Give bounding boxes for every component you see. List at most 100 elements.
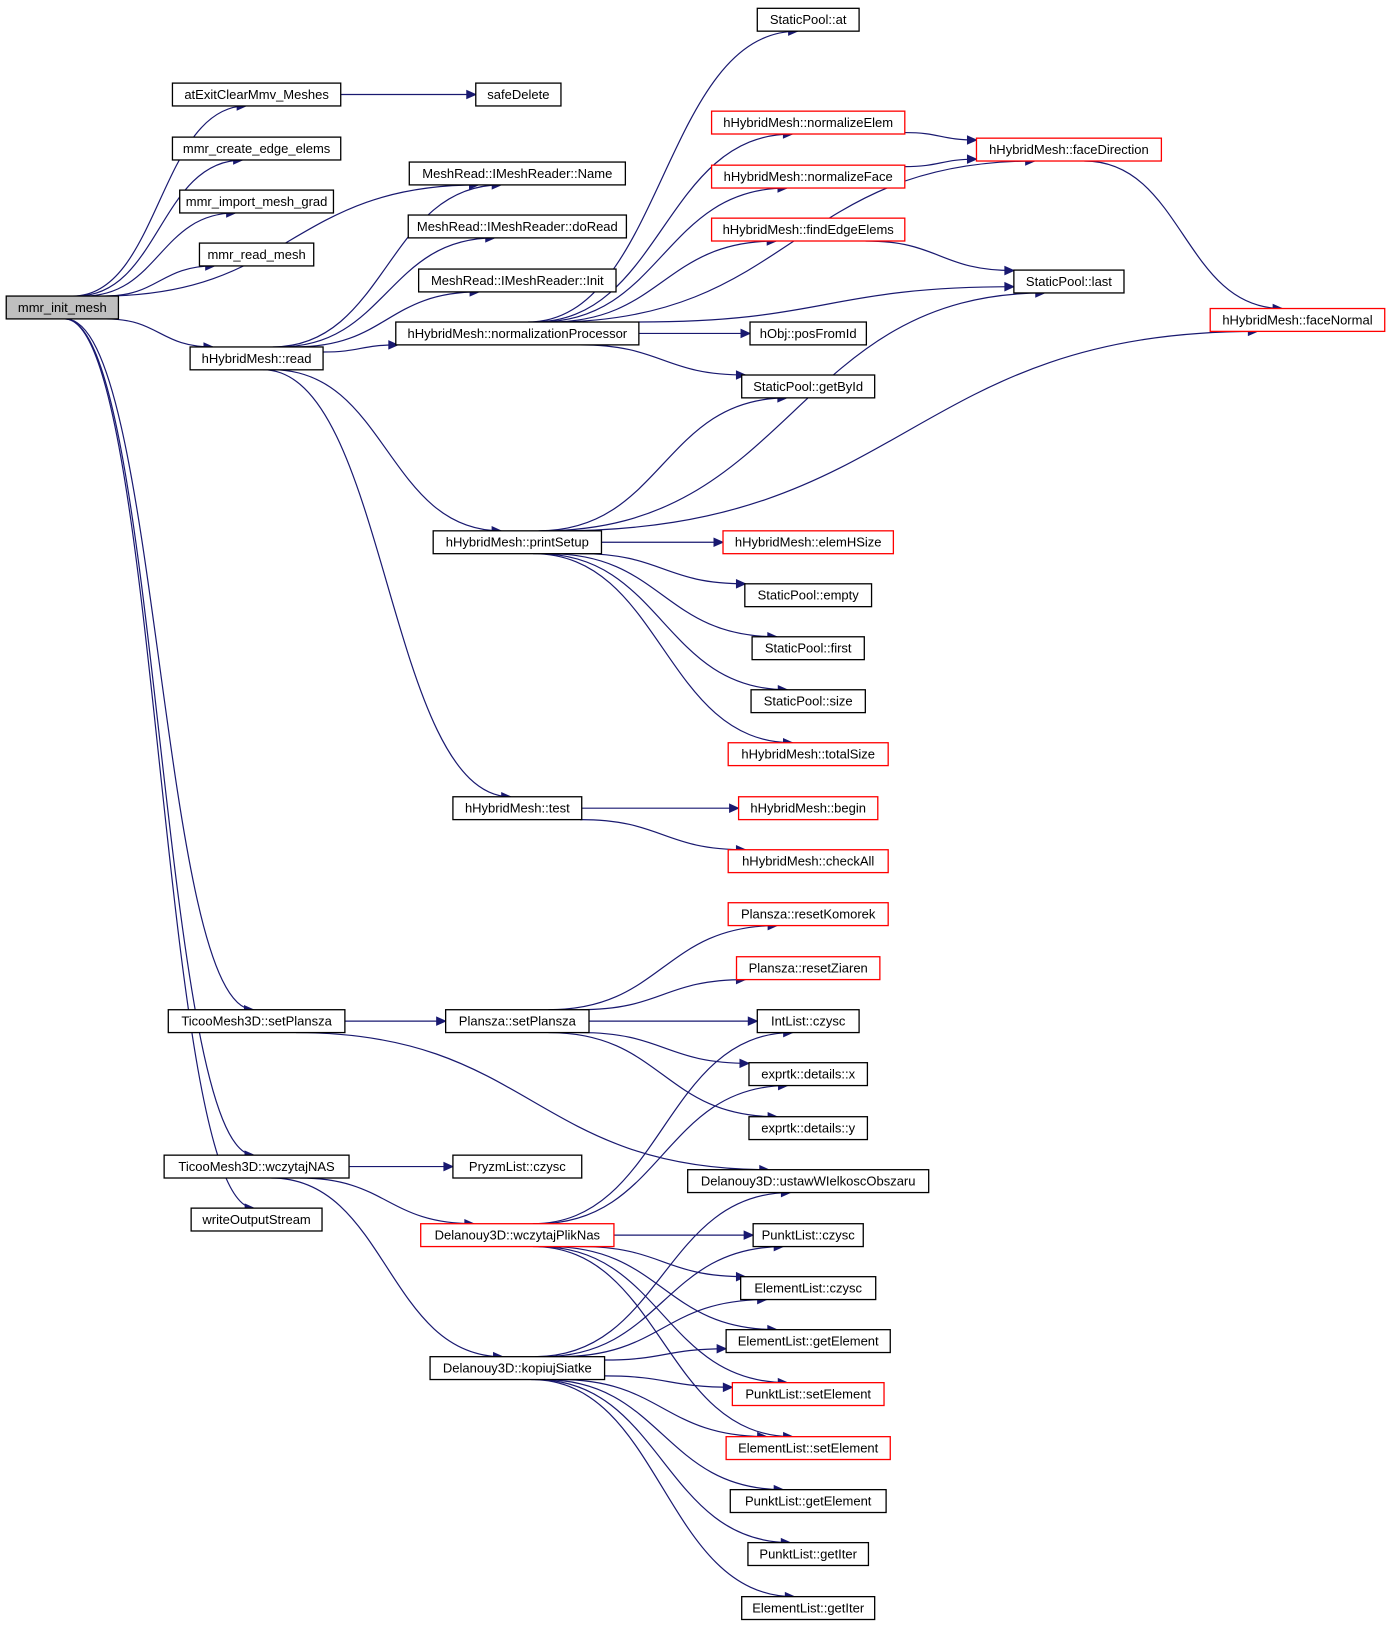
node-box[interactable] [395, 321, 640, 346]
node-box[interactable] [452, 796, 583, 821]
node-spEmpty[interactable]: StaticPool::empty [744, 583, 873, 608]
node-mrInit[interactable]: MeshRead::IMeshReader::Init [417, 268, 617, 293]
node-faceDir[interactable]: hHybridMesh::faceDirection [975, 137, 1163, 162]
node-box[interactable] [171, 136, 342, 161]
node-elCzysc[interactable]: ElementList::czysc [740, 1276, 877, 1301]
node-box[interactable] [975, 137, 1163, 162]
node-box[interactable] [1013, 269, 1125, 294]
node-box[interactable] [417, 268, 617, 293]
node-normFace[interactable]: hHybridMesh::normalizeFace [710, 164, 906, 189]
node-box[interactable] [198, 242, 315, 267]
node-hTest[interactable]: hHybridMesh::test [452, 796, 583, 821]
node-resetKom[interactable]: Plansza::resetKomorek [727, 902, 889, 927]
node-box[interactable] [710, 110, 906, 135]
node-readMesh[interactable]: mmr_read_mesh [198, 242, 315, 267]
node-box[interactable] [748, 1062, 869, 1087]
node-intCzysc[interactable]: IntList::czysc [756, 1009, 860, 1034]
node-edgeElems[interactable]: mmr_create_edge_elems [171, 136, 342, 161]
node-box[interactable] [731, 1382, 885, 1407]
node-box[interactable] [163, 1154, 350, 1179]
node-box[interactable] [740, 1276, 877, 1301]
node-pkSetEl[interactable]: PunktList::setElement [731, 1382, 885, 1407]
node-box[interactable] [748, 1116, 869, 1141]
node-box[interactable] [189, 346, 324, 371]
node-spSize[interactable]: StaticPool::size [750, 689, 866, 714]
node-box[interactable] [171, 82, 342, 107]
node-wczytajPlik[interactable]: Delanouy3D::wczytajPlikNas [420, 1223, 615, 1248]
node-box[interactable] [1209, 307, 1386, 333]
node-posFromId[interactable]: hObj::posFromId [749, 321, 868, 346]
node-kopiuj[interactable]: Delanouy3D::kopiujSiatke [429, 1356, 606, 1381]
node-box[interactable] [475, 82, 562, 107]
node-box[interactable] [710, 164, 906, 189]
node-box[interactable] [741, 374, 876, 399]
node-importGrad[interactable]: mmr_import_mesh_grad [179, 189, 335, 214]
node-box[interactable] [725, 1329, 891, 1354]
node-printSetup[interactable]: hHybridMesh::printSetup [432, 530, 603, 555]
node-exY[interactable]: exprtk::details::y [748, 1116, 869, 1141]
node-findEdge[interactable]: hHybridMesh::findEdgeElems [710, 217, 906, 242]
node-pkGetIter[interactable]: PunktList::getIter [747, 1541, 870, 1567]
node-root[interactable]: mmr_init_mesh [5, 295, 120, 320]
node-box[interactable] [729, 1488, 887, 1514]
node-hRead[interactable]: hHybridMesh::read [189, 346, 324, 371]
node-spLast[interactable]: StaticPool::last [1013, 269, 1125, 294]
node-box[interactable] [750, 689, 866, 714]
node-box[interactable] [444, 1009, 590, 1034]
node-box[interactable] [710, 217, 906, 242]
node-box[interactable] [452, 1154, 583, 1179]
node-box[interactable] [722, 530, 895, 555]
node-box[interactable] [752, 1223, 864, 1248]
node-box[interactable] [429, 1356, 606, 1381]
node-elemHSize[interactable]: hHybridMesh::elemHSize [722, 530, 895, 555]
node-box[interactable] [744, 583, 873, 608]
node-box[interactable] [5, 295, 120, 320]
node-hBegin[interactable]: hHybridMesh::begin [737, 796, 879, 821]
node-box[interactable] [751, 636, 865, 661]
node-pryzm[interactable]: PryzmList::czysc [452, 1154, 583, 1179]
node-box[interactable] [756, 7, 860, 32]
node-writeOut[interactable]: writeOutputStream [190, 1207, 323, 1232]
node-checkAll[interactable]: hHybridMesh::checkAll [727, 849, 889, 874]
node-exX[interactable]: exprtk::details::x [748, 1062, 869, 1087]
node-ticooSet[interactable]: TicooMesh3D::setPlansza [167, 1009, 346, 1034]
node-pkGetEl[interactable]: PunktList::getElement [729, 1488, 887, 1514]
node-safeDelete[interactable]: safeDelete [475, 82, 562, 107]
node-box[interactable] [407, 214, 628, 239]
node-ustaw[interactable]: Delanouy3D::ustawWIelkoscObszaru [687, 1169, 930, 1194]
node-elGetEl[interactable]: ElementList::getElement [725, 1329, 891, 1354]
node-box[interactable] [749, 321, 868, 346]
node-pkCzysc[interactable]: PunktList::czysc [752, 1223, 864, 1248]
node-box[interactable] [727, 849, 889, 874]
node-mrDoRead[interactable]: MeshRead::IMeshReader::doRead [407, 214, 628, 239]
node-resetZia[interactable]: Plansza::resetZiaren [735, 956, 881, 981]
node-ticooNas[interactable]: TicooMesh3D::wczytajNAS [163, 1154, 350, 1179]
node-box[interactable] [420, 1223, 615, 1248]
node-normElem[interactable]: hHybridMesh::normalizeElem [710, 110, 906, 135]
node-spGetById[interactable]: StaticPool::getById [741, 374, 876, 399]
node-box[interactable] [756, 1009, 860, 1034]
node-normProc[interactable]: hHybridMesh::normalizationProcessor [395, 321, 640, 346]
node-totalSize[interactable]: hHybridMesh::totalSize [727, 742, 889, 767]
node-atExit[interactable]: atExitClearMmv_Meshes [171, 82, 342, 107]
node-mrName[interactable]: MeshRead::IMeshReader::Name [408, 161, 627, 186]
node-box[interactable] [408, 161, 627, 186]
node-box[interactable] [167, 1009, 346, 1034]
node-spFirst[interactable]: StaticPool::first [751, 636, 865, 661]
node-box[interactable] [741, 1595, 876, 1621]
node-box[interactable] [190, 1207, 323, 1232]
node-box[interactable] [687, 1169, 930, 1194]
node-box[interactable] [737, 796, 879, 821]
node-box[interactable] [727, 742, 889, 767]
node-box[interactable] [735, 956, 881, 981]
node-faceNormal[interactable]: hHybridMesh::faceNormal [1209, 307, 1386, 333]
node-elGetIter[interactable]: ElementList::getIter [741, 1595, 876, 1621]
node-box[interactable] [725, 1436, 891, 1461]
node-elSetEl[interactable]: ElementList::setElement [725, 1436, 891, 1461]
node-box[interactable] [179, 189, 335, 214]
node-box[interactable] [432, 530, 603, 555]
node-box[interactable] [727, 902, 889, 927]
node-box[interactable] [747, 1541, 870, 1567]
node-planszaSet[interactable]: Plansza::setPlansza [444, 1009, 590, 1034]
node-spAt[interactable]: StaticPool::at [756, 7, 860, 32]
